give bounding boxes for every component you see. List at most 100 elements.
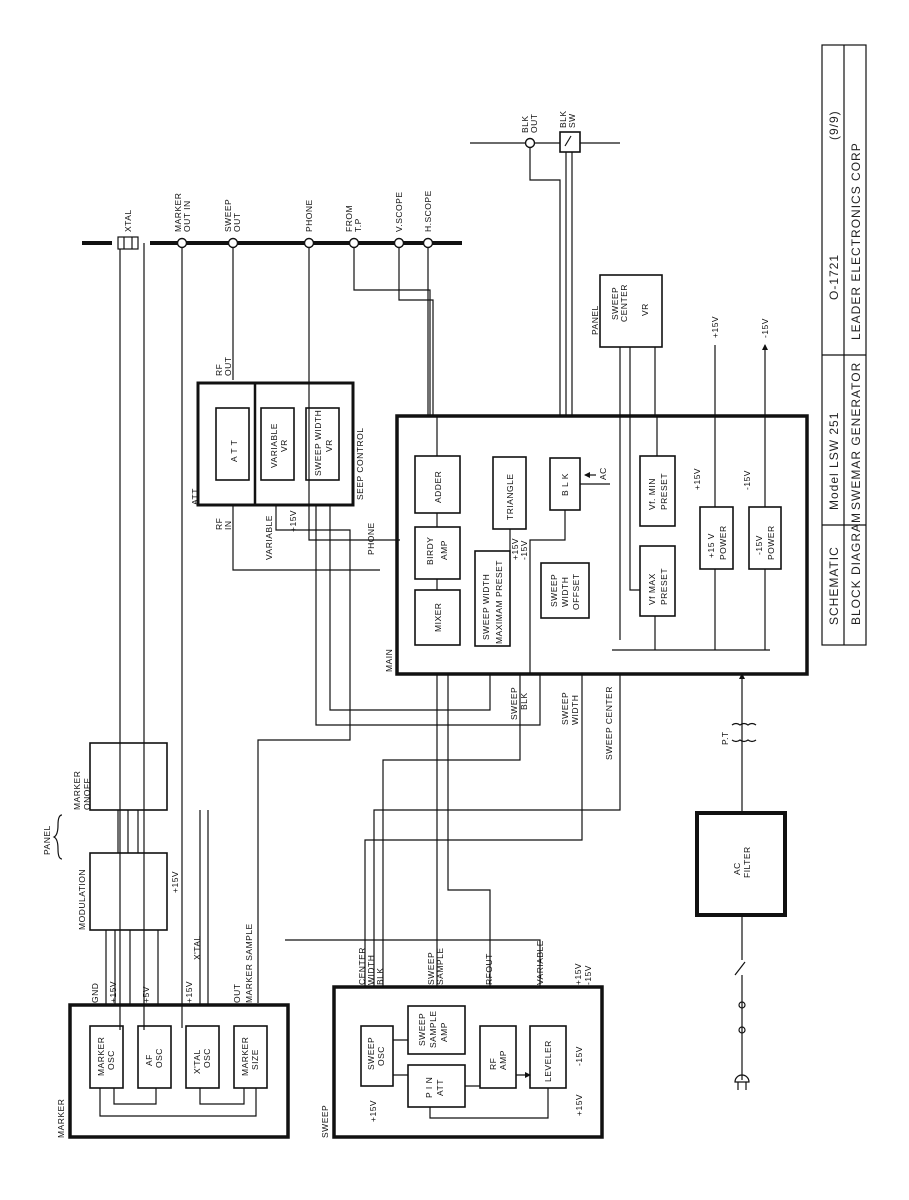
att-section: ATT SEEP CONTROL A T T VARIABLE VR SWEEP… bbox=[190, 357, 365, 560]
marker-osc-1: MARKER bbox=[96, 1037, 106, 1076]
sw-sig-p15: +15V bbox=[573, 963, 583, 985]
interconnect-wires bbox=[105, 148, 621, 1030]
rf-out-1: RF bbox=[214, 364, 224, 376]
ac-filter-1: AC bbox=[732, 862, 742, 875]
sweep-center-vr-2: CENTER bbox=[619, 284, 629, 322]
mixer: MIXER bbox=[433, 603, 443, 632]
att-block: A T T bbox=[229, 440, 239, 462]
sweep-width-vr-2: VR bbox=[324, 439, 334, 452]
sig-xtal: X'TAL bbox=[192, 935, 202, 960]
marker-onoff-1: MARKER bbox=[72, 771, 82, 810]
sweep-osc-2: OSC bbox=[376, 1046, 386, 1066]
rf-in-1: RF bbox=[214, 518, 224, 530]
leveler-p15: +15V bbox=[574, 1094, 584, 1116]
main-label: MAIN bbox=[384, 649, 394, 672]
att-plus15: +15V bbox=[288, 510, 298, 532]
label-hscope: H.SCOPE bbox=[423, 190, 433, 232]
ac-filter-2: FILTER bbox=[742, 846, 752, 878]
m15-power-1: -15V bbox=[754, 535, 764, 555]
connector-bus: XTAL MARKER OUT IN SWEEP OUT PHONE FROM … bbox=[82, 110, 620, 250]
label-marker-out-in-2: OUT IN bbox=[182, 200, 192, 232]
power-input: P.T AC FILTER bbox=[695, 673, 787, 1090]
ssa-2: SAMPLE bbox=[428, 1011, 438, 1049]
vf-min-2: PRESET bbox=[659, 473, 669, 510]
sweep-center-vr-3: VR bbox=[640, 303, 650, 316]
rf-in-2: IN bbox=[223, 521, 233, 531]
sweep-section: SWEEP CENTER WIDTH BLK SWEEP SAMPLE RFOU… bbox=[320, 940, 604, 1139]
modulation-p15: +15V bbox=[170, 871, 180, 893]
title-drawing-no: O-1721 bbox=[827, 254, 841, 300]
sweep-control-label: SEEP CONTROL bbox=[355, 428, 365, 500]
adder: ADDER bbox=[433, 471, 443, 503]
plug-icon bbox=[734, 1074, 750, 1090]
label-blk-out-2: OUT bbox=[529, 114, 539, 133]
sweep-blk-2: BLK bbox=[519, 692, 529, 710]
sweep-label: SWEEP bbox=[320, 1105, 330, 1138]
main-m15: -15V bbox=[742, 470, 752, 490]
birdy-amp-2: AMP bbox=[439, 540, 449, 560]
main-section: MAIN PHONE ADDER BIRDY AMP MIXER TRIANGL… bbox=[366, 414, 809, 676]
panel-m15: -15V bbox=[760, 318, 770, 338]
title-block-diagram: BLOCK DIAGRAM bbox=[849, 512, 863, 625]
sig-p15a: +15V bbox=[108, 981, 118, 1003]
sw-offset-3: OFFSET bbox=[571, 573, 581, 610]
label-marker-out-in-1: MARKER bbox=[173, 193, 183, 232]
rf-amp-1: RF bbox=[488, 1058, 498, 1070]
connector-jacks bbox=[176, 137, 536, 249]
label-sweep-out-2: OUT bbox=[232, 213, 242, 232]
sw-sig-m15: -15V bbox=[583, 965, 593, 985]
rf-out-2: OUT bbox=[223, 357, 233, 376]
rf-amp-2: AMP bbox=[498, 1050, 508, 1070]
modulation: MODULATION bbox=[77, 869, 87, 930]
pin-att-2: ATT bbox=[435, 1079, 445, 1096]
label-blk-sw-2: SW bbox=[567, 113, 577, 128]
ssa-3: AMP bbox=[439, 1022, 449, 1042]
tri-pm15-2: -15V bbox=[519, 540, 529, 560]
fuse-icon bbox=[738, 1001, 746, 1009]
label-from-tp-2: T.P bbox=[353, 218, 363, 232]
leveler-m15: -15V bbox=[574, 1046, 584, 1066]
xtal-osc-2: OSC bbox=[202, 1048, 212, 1068]
p15-power-2: POWER bbox=[718, 525, 728, 560]
label-vscope: V.SCOPE bbox=[394, 191, 404, 232]
sweep-width-2: WIDTH bbox=[570, 695, 580, 725]
triangle: TRIANGLE bbox=[505, 473, 515, 520]
marker-label: MARKER bbox=[56, 1099, 66, 1138]
vf-max-1: Vf MAX bbox=[647, 573, 657, 605]
ssa-1: SWEEP bbox=[417, 1013, 427, 1046]
sw-max-1: SWEEP WIDTH bbox=[481, 574, 491, 640]
sw-sig-sweep: SWEEP bbox=[426, 952, 436, 985]
label-sweep-out-1: SWEEP bbox=[223, 199, 233, 232]
label-blk-sw-1: BLK bbox=[558, 110, 568, 128]
xtal-osc-1: X'TAL bbox=[192, 1049, 202, 1074]
sig-out: OUT bbox=[232, 984, 242, 1003]
panel-p15: +15V bbox=[710, 316, 720, 338]
title-schematic: SCHEMATIC bbox=[827, 546, 841, 625]
vf-max-2: PRESET bbox=[659, 568, 669, 605]
transformer-label: P.T bbox=[720, 731, 730, 745]
sweep-osc-1: SWEEP bbox=[366, 1037, 376, 1070]
sw-max-2: MAXIMAM PRESET bbox=[494, 560, 504, 644]
marker-onoff-2: ONOFF bbox=[82, 778, 92, 810]
marker-size-1: MARKER bbox=[240, 1037, 250, 1076]
leveler: LEVELER bbox=[543, 1040, 553, 1082]
sw-offset-2: WIDTH bbox=[560, 577, 570, 607]
marker-size-2: SIZE bbox=[250, 1049, 260, 1070]
marker-section: MARKER MARKER OSC AF OSC X'TAL OSC MARKE… bbox=[56, 1003, 290, 1139]
tri-pm15-1: +15V bbox=[510, 538, 520, 560]
att-label: ATT bbox=[190, 488, 200, 505]
title-company: LEADER ELECTRONICS CORP bbox=[849, 142, 863, 340]
right-panel: PANEL SWEEP CENTER VR +15V -15V bbox=[590, 274, 770, 416]
sweep-width-vr-1: SWEEP WIDTH bbox=[313, 410, 323, 476]
sig-p5: +5V bbox=[141, 986, 151, 1003]
label-xtal: XTAL bbox=[123, 209, 133, 232]
sig-marker-sample: MARKER SAMPLE bbox=[244, 923, 254, 1003]
birdy-amp-1: BIRDY bbox=[425, 537, 435, 565]
marker-osc-2: OSC bbox=[106, 1050, 116, 1070]
label-blk-out-1: BLK bbox=[520, 115, 530, 133]
sw-sig-width: WIDTH bbox=[366, 955, 376, 985]
variable-label: VARIABLE bbox=[264, 515, 274, 560]
power-switch-icon bbox=[734, 961, 746, 976]
marker-panel: PANEL MARKER ONOFF MODULATION +15V GND +… bbox=[42, 742, 254, 1003]
